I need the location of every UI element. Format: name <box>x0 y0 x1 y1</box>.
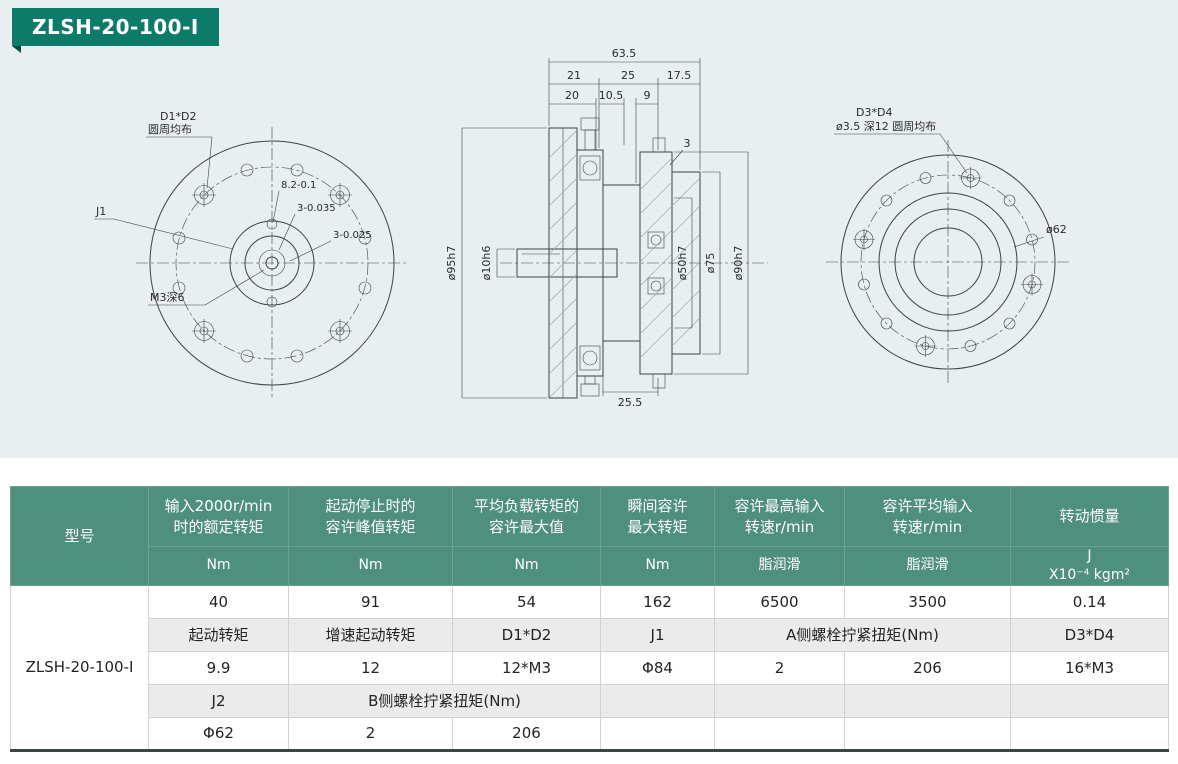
table-row: Φ62 2 206 <box>11 716 1169 751</box>
table-cell: 40 <box>148 584 289 619</box>
dim-label-dia-90h7: ø90h7 <box>732 246 745 281</box>
table-cell: B侧螺栓拧紧扭矩(Nm) <box>288 683 601 718</box>
unit-header-nm-1: Nm <box>148 546 289 586</box>
column-header-model: 型号 <box>10 486 149 586</box>
table-cell: J1 <box>600 617 715 652</box>
left-view-dim-3a: 3-0.035 <box>297 203 336 214</box>
table-cell: 9.9 <box>148 650 289 685</box>
unit-header-grease-1: 脂润滑 <box>714 546 845 586</box>
table-cell <box>1010 716 1169 751</box>
table-cell <box>714 683 845 718</box>
column-header-inertia: 转动惯量 <box>1010 486 1169 547</box>
unit-header-inertia: J X10⁻⁴ kgm² <box>1010 546 1169 586</box>
dim-label-25-5: 25.5 <box>618 396 643 409</box>
dim-label-63-5: 63.5 <box>612 47 637 60</box>
left-flange-view: D1*D2 圆周均布 J1 M3深6 8.2-0.1 3-0.035 3-0.0… <box>94 110 408 399</box>
unit-header-nm-4: Nm <box>600 546 715 586</box>
dim-label-dia-10h6: ø10h6 <box>480 246 493 281</box>
table-cell: 12 <box>288 650 453 685</box>
right-view-bolt-note-line2: ø3.5 深12 圆周均布 <box>836 120 936 133</box>
right-flange-view: D3*D4 ø3.5 深12 圆周均布 ø62 <box>826 106 1070 384</box>
model-badge: ZLSH-20-100-I <box>12 8 219 53</box>
table-cell: 增速起动转矩 <box>288 617 453 652</box>
table-cell: A侧螺栓拧紧扭矩(Nm) <box>714 617 1011 652</box>
table-cell: Φ84 <box>600 650 715 685</box>
column-header-max-input-speed: 容许最高输入 转速r/min <box>714 486 845 547</box>
table-cell <box>714 716 845 751</box>
table-cell: 54 <box>452 584 601 619</box>
table-cell: 162 <box>600 584 715 619</box>
column-header-avg-input-speed: 容许平均输入 转速r/min <box>844 486 1011 547</box>
dim-label-20: 20 <box>565 89 579 102</box>
unit-header-nm-2: Nm <box>288 546 453 586</box>
column-header-rated-torque: 输入2000r/min 时的额定转矩 <box>148 486 289 547</box>
hatch-lines <box>548 129 701 399</box>
table-cell: 2 <box>714 650 845 685</box>
column-header-instant-max-torque: 瞬间容许 最大转矩 <box>600 486 715 547</box>
table-cell: Φ62 <box>148 716 289 751</box>
right-view-bolt-note-line1: D3*D4 <box>856 106 892 119</box>
table-cell: 起动转矩 <box>148 617 289 652</box>
spec-table: 型号 输入2000r/min 时的额定转矩 起动停止时的 容许峰值转矩 平均负载… <box>10 486 1169 752</box>
table-row: 起动转矩 增速起动转矩 D1*D2 J1 A侧螺栓拧紧扭矩(Nm) D3*D4 <box>11 617 1169 652</box>
section-view: 63.5 21 25 17.5 20 10.5 9 3 ø95h7 <box>445 47 768 409</box>
table-row: 9.9 12 12*M3 Φ84 2 206 16*M3 <box>11 650 1169 685</box>
dim-label-21: 21 <box>567 69 581 82</box>
table-cell: J2 <box>148 683 289 718</box>
model-value-cell: ZLSH-20-100-I <box>10 584 149 751</box>
table-cell: D3*D4 <box>1010 617 1169 652</box>
table-cell <box>844 683 1011 718</box>
unit-header-nm-3: Nm <box>452 546 601 586</box>
right-view-bolt-holes <box>853 167 1043 357</box>
dim-label-3: 3 <box>684 137 691 150</box>
left-view-dim-3b: 3-0.025 <box>333 230 372 241</box>
spec-table-container: 型号 输入2000r/min 时的额定转矩 起动停止时的 容许峰值转矩 平均负载… <box>10 486 1169 752</box>
left-view-dim-8-2: 8.2-0.1 <box>281 180 316 191</box>
header-row-titles: 型号 输入2000r/min 时的额定转矩 起动停止时的 容许峰值转矩 平均负载… <box>10 486 1169 586</box>
model-badge-label: ZLSH-20-100-I <box>32 15 199 39</box>
dim-label-dia-50h7: ø50h7 <box>676 246 689 281</box>
dim-label-dia-75: ø75 <box>704 253 717 274</box>
left-view-bolt-note-line2: 圆周均布 <box>148 123 192 136</box>
table-cell <box>600 716 715 751</box>
table-cell: 206 <box>452 716 601 751</box>
table-cell <box>600 683 715 718</box>
left-view-bolt-holes <box>172 163 372 363</box>
column-header-peak-torque: 起动停止时的 容许峰值转矩 <box>288 486 453 547</box>
dim-label-10-5: 10.5 <box>599 89 624 102</box>
left-view-j1-label: J1 <box>95 205 106 218</box>
column-header-avg-load-torque: 平均负载转矩的 容许最大值 <box>452 486 601 547</box>
technical-drawing-area: ZLSH-20-100-I <box>0 0 1178 458</box>
table-cell: 12*M3 <box>452 650 601 685</box>
table-cell <box>1010 683 1169 718</box>
right-view-dia-62-label: ø62 <box>1046 223 1067 236</box>
table-cell: 16*M3 <box>1010 650 1169 685</box>
table-cell: 91 <box>288 584 453 619</box>
left-view-bolt-note-line1: D1*D2 <box>160 110 196 123</box>
unit-header-grease-2: 脂润滑 <box>844 546 1011 586</box>
table-cell: 2 <box>288 716 453 751</box>
table-cell: 206 <box>844 650 1011 685</box>
dim-label-25: 25 <box>621 69 635 82</box>
table-row: J2 B侧螺栓拧紧扭矩(Nm) <box>11 683 1169 718</box>
dim-label-17-5: 17.5 <box>667 69 692 82</box>
dim-label-dia-95h7: ø95h7 <box>445 246 458 281</box>
table-row: ZLSH-20-100-I 40 91 54 162 6500 3500 0.1… <box>10 584 1169 751</box>
left-view-m3-label: M3深6 <box>150 291 185 304</box>
table-cell: D1*D2 <box>452 617 601 652</box>
header-row-units: Nm Nm Nm Nm 脂润滑 脂润滑 J X10⁻⁴ kgm² <box>11 546 1169 586</box>
table-cell: 0.14 <box>1010 584 1169 619</box>
table-cell <box>844 716 1011 751</box>
table-cell: 6500 <box>714 584 845 619</box>
table-cell: 3500 <box>844 584 1011 619</box>
dim-label-9: 9 <box>644 89 651 102</box>
engineering-drawing: D1*D2 圆周均布 J1 M3深6 8.2-0.1 3-0.035 3-0.0… <box>94 47 1070 409</box>
